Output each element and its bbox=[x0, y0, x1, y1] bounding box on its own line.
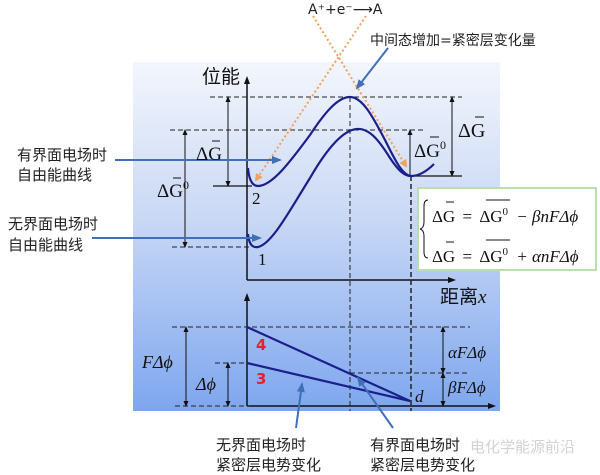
label-dG0-forward: ΔG0 bbox=[414, 136, 446, 162]
alpha-f-delta-phi-label: αFΔϕ bbox=[448, 343, 486, 362]
without-field-potential-label-2: 紧密层电势变化 bbox=[216, 456, 321, 474]
without-field-curve-label-1: 无界面电场时 bbox=[8, 215, 98, 233]
reaction-direction-lines bbox=[254, 15, 408, 182]
svg-text:ΔG0: ΔG0 bbox=[157, 178, 189, 202]
line-3-number: 3 bbox=[256, 370, 266, 388]
without-field-potential-label-1: 无界面电场时 bbox=[216, 436, 306, 454]
bottom-pointer-arrows bbox=[295, 376, 394, 429]
label-dG-forward: ΔG bbox=[458, 116, 485, 142]
with-field-potential-label-2: 紧密层电势变化 bbox=[370, 456, 475, 474]
x-axis-label: 距离x bbox=[440, 286, 487, 308]
svg-text:ΔG0: ΔG0 bbox=[414, 138, 446, 162]
delta-g-arrows bbox=[182, 96, 455, 248]
potential-line-4 bbox=[246, 325, 411, 403]
svg-text:ΔG: ΔG bbox=[458, 120, 485, 142]
delta-phi-label: Δϕ bbox=[195, 374, 216, 394]
label-dG-backward: ΔG bbox=[196, 140, 222, 165]
line-4-number: 4 bbox=[256, 336, 266, 354]
potential-line-3 bbox=[246, 361, 411, 403]
reaction-label: A⁺+e⁻⟶A bbox=[308, 2, 383, 18]
y-axis-label: 位能 bbox=[202, 66, 240, 88]
without-field-curve-label-2: 自由能曲线 bbox=[8, 236, 83, 254]
beta-f-delta-phi-label: βFΔϕ bbox=[447, 378, 486, 397]
watermark: 电化学能源前沿 bbox=[470, 438, 575, 456]
f-delta-phi-label: FΔϕ bbox=[141, 352, 173, 372]
d-label: d bbox=[415, 387, 424, 406]
transition-state-note: 中间态增加=紧密层变化量 bbox=[370, 32, 536, 49]
svg-text:ΔG = ΔG0 − β: ΔG = ΔG0 − βnFΔϕ bbox=[432, 200, 578, 226]
curve-1-without-field bbox=[246, 127, 412, 249]
svg-text:ΔG: ΔG bbox=[196, 144, 222, 165]
with-field-curve-label-1: 有界面电场时 bbox=[17, 146, 107, 164]
label-dG0-backward: ΔG0 bbox=[157, 177, 189, 202]
equation-2: ΔG = ΔG0 + αnFΔϕ bbox=[432, 239, 579, 266]
with-field-curve-label-2: 自由能曲线 bbox=[17, 166, 92, 184]
pointer-arrows bbox=[92, 47, 389, 242]
with-field-potential-label-1: 有界面电场时 bbox=[370, 436, 460, 454]
curve-2-number: 2 bbox=[252, 189, 261, 208]
bottom-graph-axes bbox=[244, 293, 496, 409]
equation-1: ΔG = ΔG0 − βnFΔϕ bbox=[432, 199, 578, 226]
bottom-delta-arrows bbox=[183, 326, 446, 407]
curve-1-number: 1 bbox=[258, 250, 267, 269]
svg-text:ΔG = ΔG0 + α: ΔG = ΔG0 + αnFΔϕ bbox=[432, 240, 579, 266]
